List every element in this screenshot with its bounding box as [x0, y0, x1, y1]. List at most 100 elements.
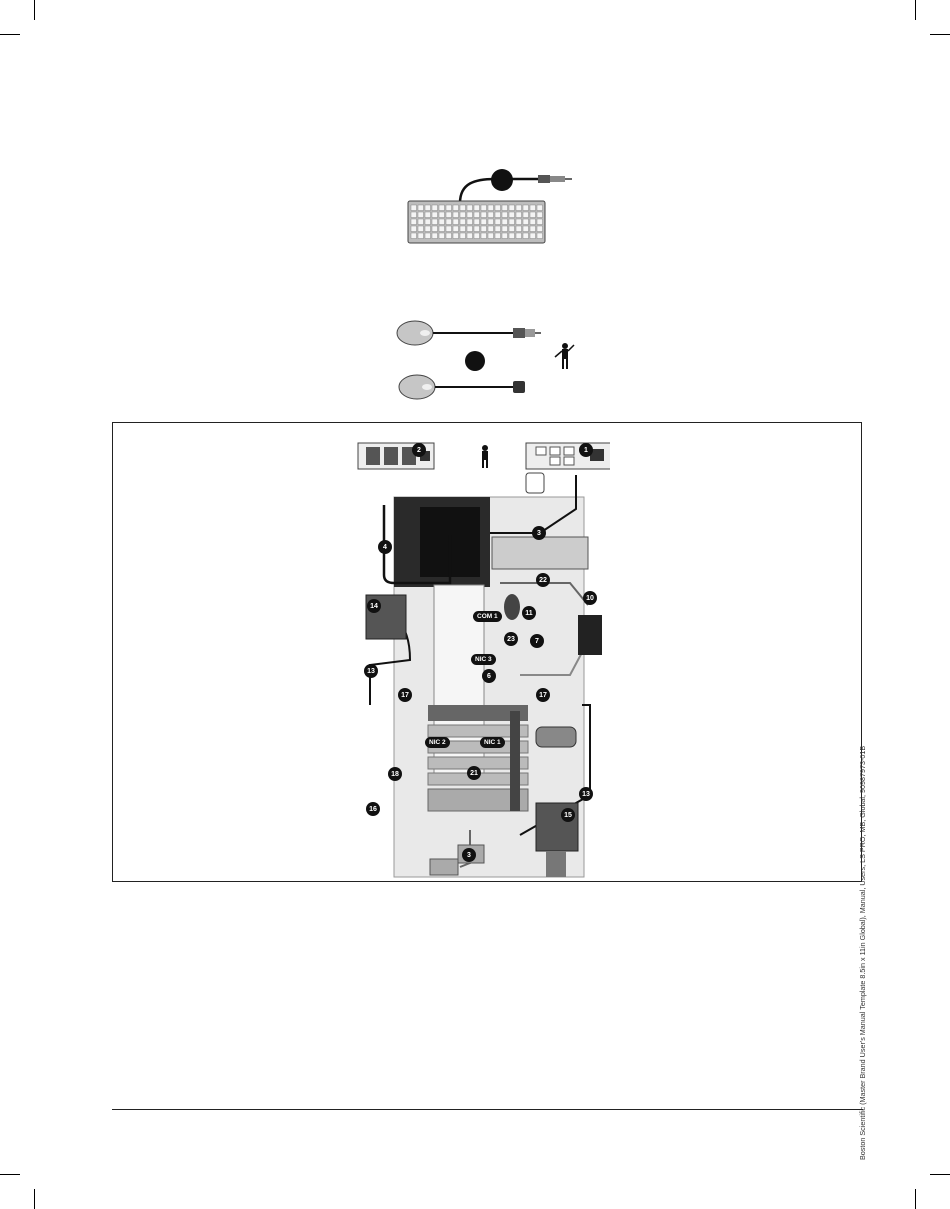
keyboard-key [488, 226, 494, 232]
callout-badge: 3 [462, 848, 476, 862]
keyboard-key [516, 226, 522, 232]
keyboard-key [530, 212, 536, 218]
keyboard-key [495, 219, 501, 225]
keyboard-key [411, 233, 417, 239]
keyboard-key [516, 233, 522, 239]
crop-mark [34, 1189, 35, 1209]
keyboard-key [453, 233, 459, 239]
keyboard-key [481, 205, 487, 211]
callout-badge: 14 [367, 599, 381, 613]
callout-badge: 13 [364, 664, 378, 678]
keyboard-key [530, 226, 536, 232]
callout-badge: 15 [561, 808, 575, 822]
keyboard-key [453, 219, 459, 225]
keyboard-key [530, 219, 536, 225]
keyboard-key [537, 212, 543, 218]
keyboard-key [439, 233, 445, 239]
keyboard-key [446, 205, 452, 211]
keyboard-key [502, 226, 508, 232]
keyboard-key [432, 205, 438, 211]
keyboard-key [432, 219, 438, 225]
keyboard-key [432, 233, 438, 239]
keyboard-key [411, 205, 417, 211]
keyboard-key [467, 233, 473, 239]
keyboard-key [467, 212, 473, 218]
keyboard-key [509, 233, 515, 239]
keyboard-key [495, 226, 501, 232]
keyboard-key [523, 233, 529, 239]
keyboard-key [502, 205, 508, 211]
mouse-illustration [395, 315, 590, 405]
callout-badge: 10 [583, 591, 597, 605]
keyboard-key [523, 226, 529, 232]
keyboard-key [523, 205, 529, 211]
keyboard-key [509, 212, 515, 218]
callout-badge: 13 [579, 787, 593, 801]
footer-rule [112, 1109, 863, 1110]
keyboard-key [474, 219, 480, 225]
keyboard-key [460, 233, 466, 239]
keyboard-key [460, 226, 466, 232]
keyboard-key [411, 212, 417, 218]
keyboard-key [530, 233, 536, 239]
keyboard-key [418, 219, 424, 225]
keyboard-key [537, 233, 543, 239]
keyboard-key [502, 233, 508, 239]
keyboard-key [411, 226, 417, 232]
callout-badge: 21 [467, 766, 481, 780]
keyboard-illustration [405, 165, 580, 245]
keyboard-key [411, 219, 417, 225]
keyboard-key [516, 219, 522, 225]
keyboard-key [453, 212, 459, 218]
keyboard-key [474, 233, 480, 239]
keyboard-key [495, 233, 501, 239]
keyboard-key [439, 226, 445, 232]
keyboard-key [439, 219, 445, 225]
keyboard-key [446, 219, 452, 225]
keyboard-key [432, 226, 438, 232]
callout-badge: 22 [536, 573, 550, 587]
keyboard-key [418, 226, 424, 232]
keyboard-key [509, 226, 515, 232]
crop-mark [0, 1174, 20, 1175]
document-id-text: Boston Scientific (Master Brand User's M… [858, 746, 867, 1160]
keyboard-key [523, 219, 529, 225]
keyboard-key [474, 226, 480, 232]
port-label-nic1: NIC 1 [480, 737, 505, 748]
port-label-nic3: NIC 3 [471, 654, 496, 665]
keyboard-key [425, 205, 431, 211]
keyboard-key [425, 219, 431, 225]
keyboard-key [446, 226, 452, 232]
keyboard-key [425, 212, 431, 218]
callout-badge: 17 [536, 688, 550, 702]
crop-mark [0, 34, 20, 35]
keyboard-key [495, 205, 501, 211]
keyboard-key [446, 212, 452, 218]
keyboard-key [481, 226, 487, 232]
keyboard-key [418, 212, 424, 218]
keyboard-key [488, 205, 494, 211]
keyboard-key [537, 205, 543, 211]
keyboard-key [481, 212, 487, 218]
keyboard-key [537, 219, 543, 225]
keyboard-key [481, 233, 487, 239]
keyboard-key [425, 226, 431, 232]
keyboard-key [460, 205, 466, 211]
callout-badge: 2 [412, 443, 426, 457]
keyboard-key [523, 212, 529, 218]
person-icon [555, 343, 574, 369]
crop-mark [930, 34, 950, 35]
keyboard-key [509, 219, 515, 225]
callout-badge: 3 [532, 526, 546, 540]
keyboard-key [453, 205, 459, 211]
callout-badge: 1 [579, 443, 593, 457]
crop-mark [34, 0, 35, 20]
keyboard-key [474, 205, 480, 211]
keyboard-key [537, 226, 543, 232]
callout-badge: 16 [366, 802, 380, 816]
keyboard-key [488, 212, 494, 218]
callout-badge: 6 [482, 669, 496, 683]
crop-mark [915, 0, 916, 20]
keyboard-key [502, 219, 508, 225]
keyboard-key [502, 212, 508, 218]
